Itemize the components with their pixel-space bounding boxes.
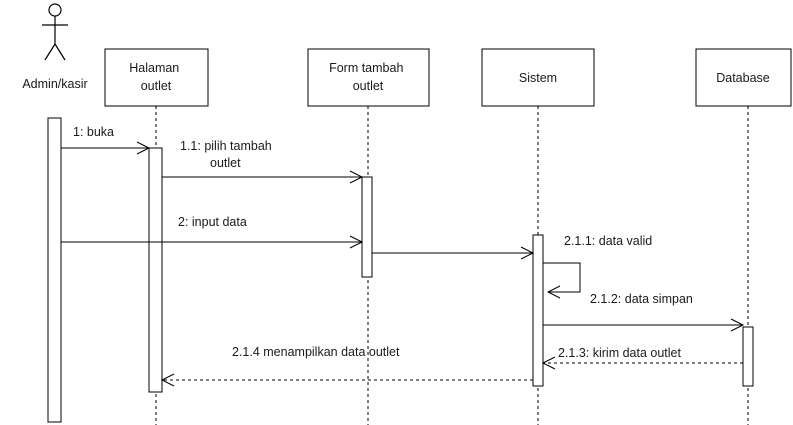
participant-database-box (695, 48, 792, 107)
arrowhead-icon (546, 285, 561, 299)
participant-halaman-box (104, 48, 209, 107)
message-2-1-4-menampilkan: 2.1.4 menampilkan data outlet (160, 345, 533, 387)
arrowhead-icon (730, 318, 745, 332)
participant-database: Database (695, 48, 792, 107)
message-1-buka: 1: buka (61, 125, 151, 155)
participant-sistem: Sistem (481, 48, 595, 107)
arrowhead-icon (541, 356, 556, 370)
message-label: 2.1.1: data valid (564, 234, 652, 248)
participant-sistem-label: Sistem (519, 71, 557, 85)
message-label: 2.1.2: data simpan (590, 292, 693, 306)
arrowhead-icon (160, 373, 175, 387)
message-2-1-2-data-simpan: 2.1.2: data simpan (543, 292, 745, 332)
activation-halaman (148, 147, 163, 393)
message-label: 2.1.4 menampilkan data outlet (232, 345, 400, 359)
message-label: 1.1: pilih tambah outlet (180, 139, 275, 170)
arrowhead-icon (349, 170, 364, 184)
message-2-1-3-kirim-data: 2.1.3: kirim data outlet (541, 346, 743, 370)
participant-sistem-box (481, 48, 595, 107)
actor-icon (42, 3, 68, 61)
participant-database-label: Database (716, 71, 770, 85)
message-2-1-1-data-valid: 2.1.1: data valid (543, 234, 652, 299)
participant-halaman-label: Halaman outlet (129, 61, 183, 93)
arrowhead-icon (520, 246, 535, 260)
participant-form: Form tambah outlet (307, 48, 430, 107)
message-1-1-pilih-tambah: 1.1: pilih tambah outlet (162, 139, 364, 184)
activation-admin (47, 117, 62, 423)
activation-form (361, 176, 373, 278)
message-label: 1: buka (73, 125, 114, 139)
participant-form-label: Form tambah outlet (329, 61, 407, 93)
participant-admin-label: Admin/kasir (22, 77, 87, 91)
participant-halaman: Halaman outlet (104, 48, 209, 107)
participant-form-box (307, 48, 430, 107)
activation-sistem (532, 234, 544, 387)
arrowhead-icon (349, 235, 364, 249)
activation-database (742, 326, 754, 387)
arrowhead-icon (136, 141, 151, 155)
message-arrow (543, 262, 581, 293)
message-form-to-sistem (372, 246, 535, 260)
message-2-input-data: 2: input data (61, 215, 364, 249)
participant-admin: Admin/kasir (22, 3, 88, 91)
message-label: 2: input data (178, 215, 247, 229)
message-label: 2.1.3: kirim data outlet (558, 346, 682, 360)
